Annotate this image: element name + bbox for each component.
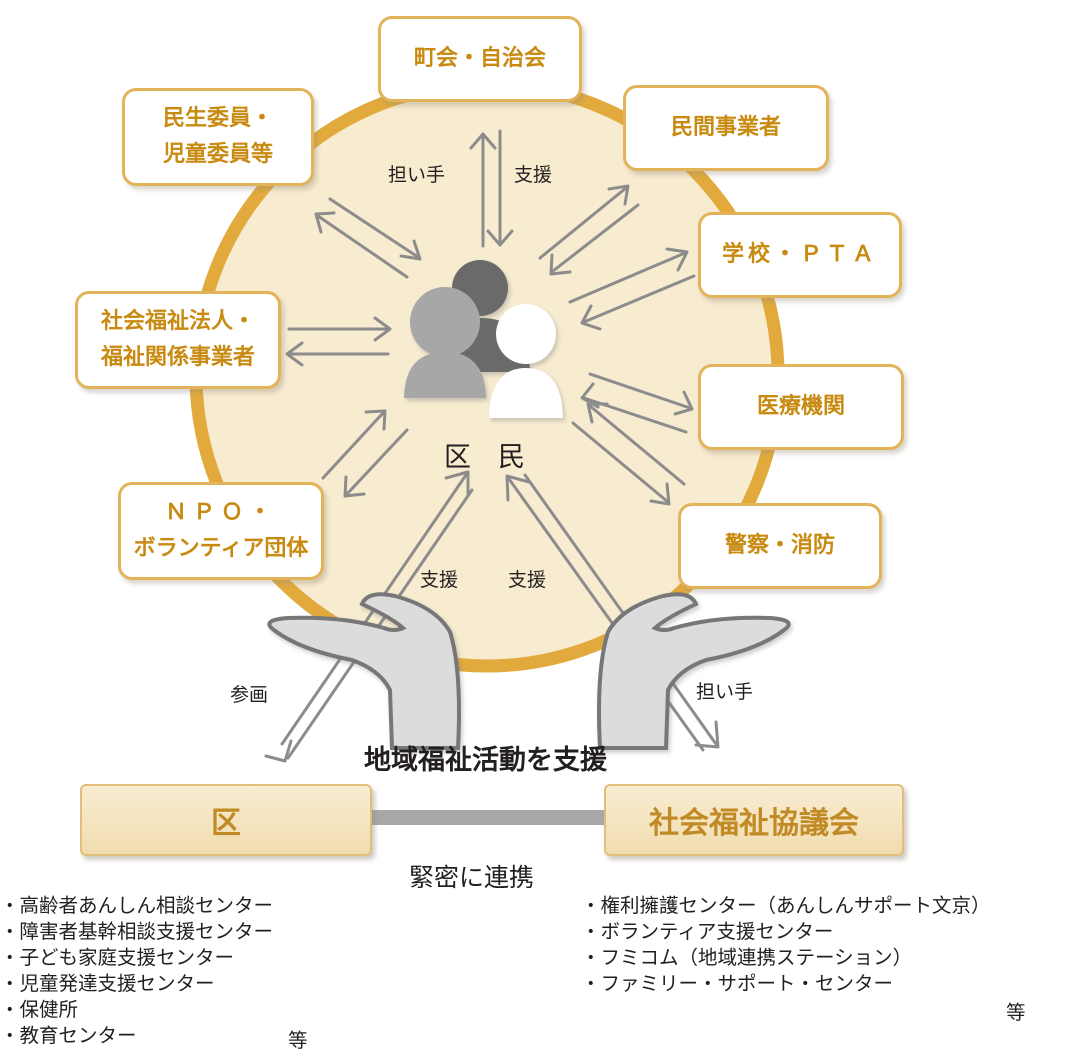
link-label: 緊密に連携 <box>409 863 535 892</box>
list-item: ・保健所 <box>0 998 79 1021</box>
residents-icon <box>404 260 563 418</box>
arrow-shakyo-up <box>507 477 705 752</box>
org-box-keisatsu: 警察・消防 <box>678 503 882 589</box>
label-shien-top: 支援 <box>514 164 553 186</box>
box-ku: 区 <box>80 784 372 856</box>
org-box-minkan: 民間事業者 <box>623 85 829 171</box>
list-item: ・教育センター <box>0 1024 137 1047</box>
link-bar <box>372 810 612 825</box>
arrows <box>264 129 720 763</box>
org-shakai-hojin-line2: 福祉関係事業者 <box>100 345 255 370</box>
list-item: ・障害者基幹相談支援センター <box>0 920 274 943</box>
org-iryo-label: 医療機関 <box>756 393 845 419</box>
org-box-chokai: 町会・自治会 <box>378 16 582 102</box>
org-shakai-hojin-line1: 社会福祉法人・ <box>100 308 255 334</box>
label-shien-right: 支援 <box>508 569 547 591</box>
org-box-iryo: 医療機関 <box>698 364 904 450</box>
arrow-ku-down <box>286 488 474 760</box>
org-keisatsu-label: 警察・消防 <box>724 532 835 558</box>
residents-label: 区 民 <box>444 442 525 473</box>
org-minkan-label: 民間事業者 <box>670 114 781 140</box>
left-list-etc: 等 <box>288 1029 308 1052</box>
list-item: ・高齢者あんしん相談センター <box>0 894 274 917</box>
label-sankaku: 参画 <box>230 684 269 706</box>
list-item: ・ファミリー・サポート・センター <box>581 972 894 995</box>
org-box-gakko: 学校・ＰＴＡ <box>698 212 902 298</box>
shakyo-services-list: ・権利擁護センター（あんしんサポート文京） ・ボランティア支援センター ・フミコ… <box>581 893 991 997</box>
org-npo-line2: ボランティア団体 <box>133 536 309 561</box>
org-minsei-line1: 民生委員・ <box>162 105 273 131</box>
org-gakko-label: 学校・ＰＴＡ <box>721 241 878 267</box>
box-ku-label: 区 <box>211 806 241 841</box>
org-box-npo: ＮＰＯ・ ボランティア団体 <box>118 482 324 580</box>
arrow-shakyo-down <box>523 473 718 746</box>
hands-caption: 地域福祉活動を支援 <box>364 745 607 776</box>
list-item: ・権利擁護センター（あんしんサポート文京） <box>581 894 991 917</box>
list-item: ・児童発達支援センター <box>0 972 215 995</box>
ku-services-list: ・高齢者あんしん相談センター ・障害者基幹相談支援センター ・子ども家庭支援セン… <box>0 893 273 1049</box>
label-shien-left: 支援 <box>420 569 459 591</box>
box-shakyo: 社会福祉協議会 <box>604 784 904 856</box>
org-minsei-line2: 児童委員等 <box>162 142 273 167</box>
supporting-hands-icon <box>267 592 791 750</box>
label-ninaite-bottom: 担い手 <box>696 681 754 703</box>
org-npo-line1: ＮＰＯ・ <box>164 499 277 525</box>
right-list-etc: 等 <box>1006 1001 1026 1024</box>
list-item: ・ボランティア支援センター <box>581 920 834 943</box>
list-item: ・フミコム（地域連携ステーション） <box>581 946 913 969</box>
org-box-minsei: 民生委員・ 児童委員等 <box>122 88 314 186</box>
box-shakyo-label: 社会福祉協議会 <box>649 806 859 841</box>
list-item: ・子ども家庭支援センター <box>0 946 235 969</box>
org-chokai-label: 町会・自治会 <box>413 45 546 71</box>
label-ninaite-top: 担い手 <box>388 164 446 186</box>
org-box-shakai-hojin: 社会福祉法人・ 福祉関係事業者 <box>75 291 281 389</box>
